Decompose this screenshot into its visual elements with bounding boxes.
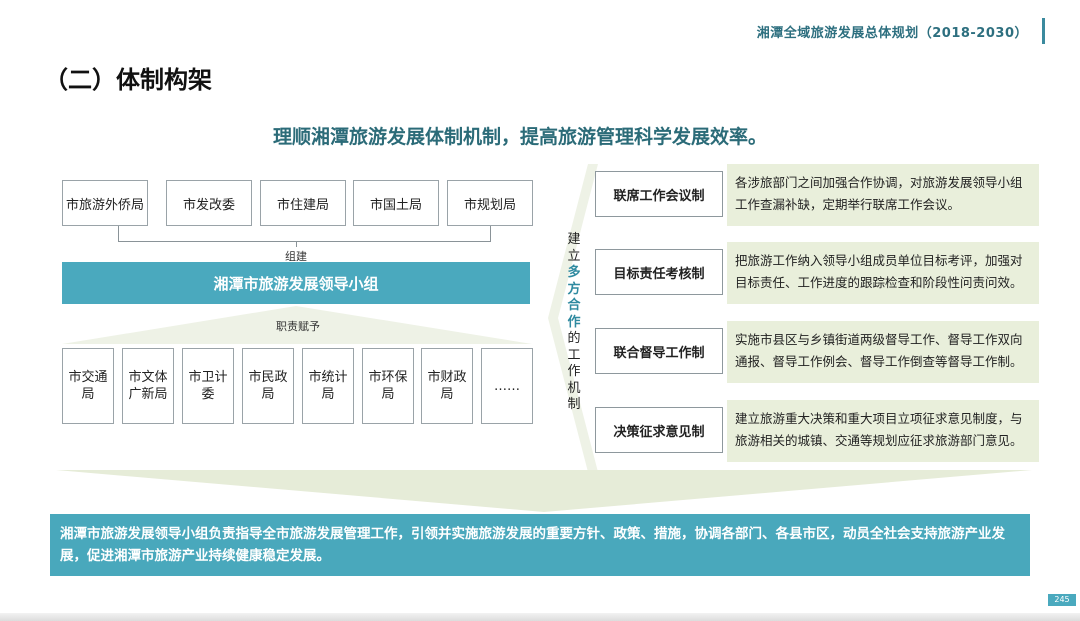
empower-label: 职责赋予: [276, 320, 320, 333]
mid-label-highlight: 多方合作: [567, 265, 581, 330]
mechanism-name: 目标责任考核制: [595, 249, 723, 295]
connector-line: [296, 241, 297, 247]
mid-label-post: 的工作机制: [567, 331, 581, 412]
page-number: 245: [1048, 594, 1076, 606]
top-dept-box: 市规划局: [447, 180, 533, 226]
mechanism-desc: 建立旅游重大决策和重大项目立项征求意见制度，与旅游相关的城镇、交通等规划应征求旅…: [727, 400, 1039, 462]
bottom-dept-box: 市卫计委: [182, 348, 234, 424]
mechanism-desc: 把旅游工作纳入领导小组成员单位目标考评，加强对目标责任、工作进度的跟踪检查和阶段…: [727, 242, 1039, 304]
header-accent-bar: [1042, 18, 1045, 44]
document-title: 湘潭全域旅游发展总体规划（2018-2030）: [756, 26, 1028, 41]
top-dept-box: 市发改委: [166, 180, 252, 226]
mechanism-desc: 各涉旅部门之间加强合作协调，对旅游发展领导小组工作查漏补缺，定期举行联席工作会议…: [727, 164, 1039, 226]
top-dept-box: 市住建局: [260, 180, 346, 226]
bottom-dept-box: 市财政局: [421, 348, 473, 424]
mechanism-name: 联席工作会议制: [595, 171, 723, 217]
footer-strip: [0, 613, 1080, 621]
bottom-dept-box: 市文体广新局: [122, 348, 174, 424]
mechanism-desc: 实施市县区与乡镇街道两级督导工作、督导工作双向通报、督导工作例会、督导工作倒查等…: [727, 321, 1039, 383]
bottom-dept-box: 市环保局: [362, 348, 414, 424]
top-dept-box: 市国土局: [353, 180, 439, 226]
subtitle: 理顺湘潭旅游发展体制机制，提高旅游管理科学发展效率。: [272, 126, 767, 148]
bracket-chevron: [548, 164, 598, 472]
bottom-dept-box: 市交通局: [62, 348, 114, 424]
leading-group-bar: 湘潭市旅游发展领导小组: [62, 262, 530, 304]
form-label: 组建: [285, 250, 307, 263]
bottom-dept-box: 市民政局: [242, 348, 294, 424]
page-heading: （二）体制构架: [44, 66, 212, 94]
top-dept-box: 市旅游外侨局: [62, 180, 148, 226]
connector-line: [118, 241, 491, 242]
cooperation-mechanism-label: 建立多方合作的工作机制: [564, 232, 584, 414]
connector-line: [118, 226, 119, 242]
fan-shape: [62, 306, 532, 344]
bottom-dept-box: 市统计局: [302, 348, 354, 424]
mechanism-name: 联合督导工作制: [595, 328, 723, 374]
summary-banner: 湘潭市旅游发展领导小组负责指导全市旅游发展管理工作，引领并实施旅游发展的重要方针…: [50, 514, 1030, 576]
bottom-dept-box: ……: [481, 348, 533, 424]
mechanism-name: 决策征求意见制: [595, 407, 723, 453]
connector-line: [490, 226, 491, 242]
down-arrow-shape: [56, 470, 1032, 512]
mid-label-pre: 建立: [567, 232, 581, 264]
